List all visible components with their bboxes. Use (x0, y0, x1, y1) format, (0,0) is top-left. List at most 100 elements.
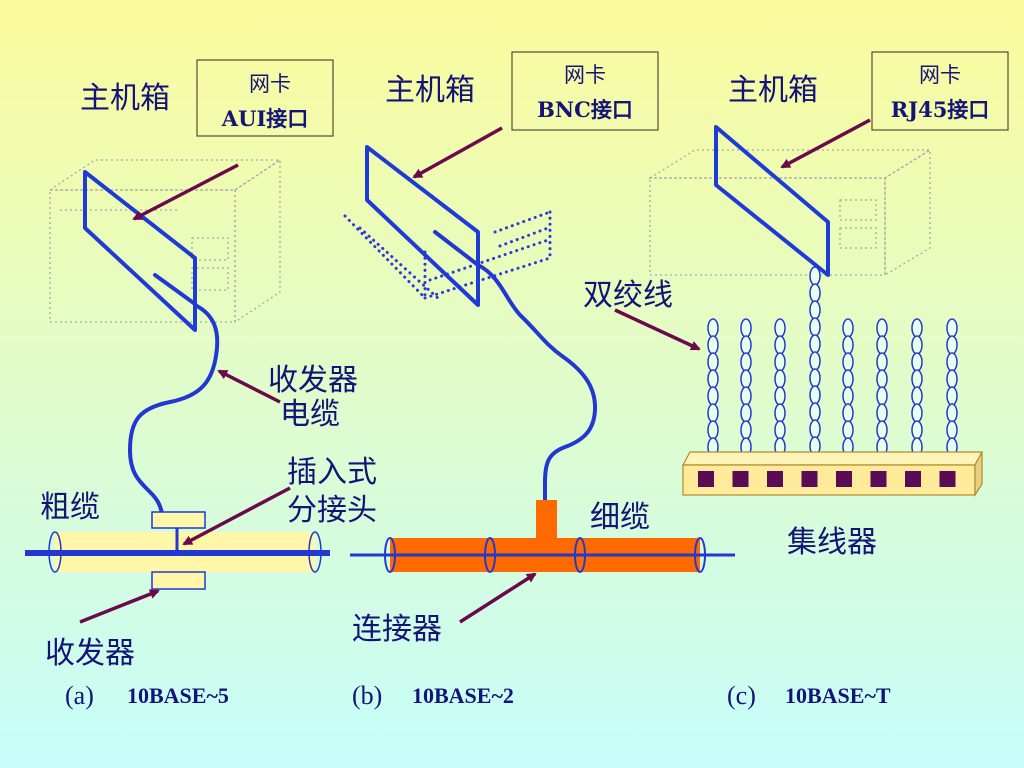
nic-port-a: AUI接口 (221, 106, 308, 131)
arrow-to-connector (459, 572, 537, 624)
twist-loop (946, 369, 958, 389)
network-card-c (714, 125, 830, 277)
twist-loop (707, 403, 719, 423)
twist-loop (911, 318, 923, 338)
twist-loop (876, 369, 888, 389)
twist-loop (740, 386, 752, 406)
twist-loop (707, 335, 719, 355)
nic-title-c: 网卡 (919, 63, 961, 87)
nic-title-a: 网卡 (249, 72, 291, 96)
arrow-to-card-b (412, 126, 503, 179)
thin-coax-ring (384, 537, 396, 573)
panel-a: 主机箱 网卡 AUI接口 收发器 电缆 插入式 分接头 粗缆 收发器 (a) 1… (25, 59, 377, 710)
twisted-pair-wire (774, 318, 786, 457)
twist-loop (809, 300, 821, 320)
twist-loop (774, 386, 786, 406)
twist-loop (876, 386, 888, 406)
twist-loop (707, 386, 719, 406)
host-chassis-outline-a (47, 158, 283, 324)
twist-loop (740, 352, 752, 372)
label-hub: 集线器 (787, 525, 877, 560)
arrow-to-card-c (780, 118, 871, 169)
hub-port (939, 471, 956, 487)
twist-loop (809, 402, 821, 422)
twist-loop (876, 352, 888, 372)
twist-loop (774, 335, 786, 355)
twist-loop (774, 369, 786, 389)
hub-port (767, 471, 783, 487)
caption-standard-c: 10BASE~T (785, 683, 891, 708)
nic-callout-box-c (871, 51, 1009, 131)
hub-top-face (681, 451, 984, 466)
twist-loop (911, 403, 923, 423)
label-thick-cable: 粗缆 (40, 490, 100, 525)
twist-loop (809, 283, 821, 303)
twist-loop (809, 351, 821, 371)
twist-loop (774, 420, 786, 440)
twist-loop (876, 420, 888, 440)
panel-c: 主机箱 网卡 RJ45接口 双绞线 集线器 (c) 10BASE~T (583, 51, 1009, 710)
twist-loop (946, 386, 958, 406)
twist-loop (809, 266, 821, 286)
hub-port (870, 471, 887, 487)
nic-port-b: BNC接口 (537, 97, 633, 122)
twisted-pair-wire (842, 318, 854, 457)
twist-loop (774, 403, 786, 423)
nic-port-c: RJ45接口 (891, 97, 990, 122)
panel-b: 主机箱 网卡 BNC接口 细缆 连接器 (b) 10BASE~2 (343, 51, 735, 710)
hub-front-face (682, 464, 976, 496)
twist-loop (876, 335, 888, 355)
host-label-b: 主机箱 (385, 73, 475, 108)
host-chassis-outline-b (343, 210, 552, 302)
twist-loop (774, 318, 786, 338)
hub-port (905, 471, 921, 487)
twist-loop (809, 419, 821, 439)
caption-letter-a: (a) (65, 681, 94, 710)
twist-loop (809, 334, 821, 354)
twist-loop (946, 352, 958, 372)
hub-ports (698, 471, 956, 487)
twist-loop (740, 318, 752, 338)
caption-standard-a: 10BASE~5 (127, 683, 229, 708)
twist-loop (911, 369, 923, 389)
twist-loop (842, 420, 854, 440)
thin-coax-ring (484, 537, 496, 573)
twist-loop (946, 403, 958, 423)
network-card-a (83, 170, 197, 332)
twist-loop (707, 369, 719, 389)
thin-coax-ring (694, 537, 706, 573)
twist-loop (911, 335, 923, 355)
twist-loop (876, 403, 888, 423)
twist-loop (740, 335, 752, 355)
hub-side-face (974, 451, 983, 498)
thick-coax-end-left (48, 531, 62, 573)
arrow-to-twisted-pair (614, 308, 701, 351)
hub-port (732, 471, 749, 487)
host-chassis-outline-c (647, 148, 933, 277)
label-tap-line2: 分接头 (287, 493, 377, 528)
label-transceiver-cable-line2: 电缆 (280, 397, 340, 432)
hub-port (698, 471, 714, 487)
bnc-t-connector (536, 500, 557, 540)
twist-loop (842, 403, 854, 423)
hub (681, 451, 984, 498)
twist-loop (707, 420, 719, 440)
twisted-pair-wire (946, 318, 958, 457)
nic-callout-box-b (511, 51, 659, 131)
twist-loop (946, 420, 958, 440)
arrow-to-transceiver (79, 589, 160, 624)
arrow-to-transceiver-cable (217, 369, 281, 404)
network-card-b (365, 145, 480, 307)
host-label-a: 主机箱 (80, 81, 170, 116)
bnc-port-line (433, 230, 480, 267)
twist-loop (740, 420, 752, 440)
transceiver-cable (127, 303, 220, 515)
arrow-to-card-a (132, 163, 239, 221)
twist-loop (946, 318, 958, 338)
nic-title-b: 网卡 (564, 63, 606, 87)
twist-loop (946, 335, 958, 355)
thick-coax-end-right (308, 531, 322, 573)
twist-loop (707, 352, 719, 372)
twist-loop (911, 420, 923, 440)
